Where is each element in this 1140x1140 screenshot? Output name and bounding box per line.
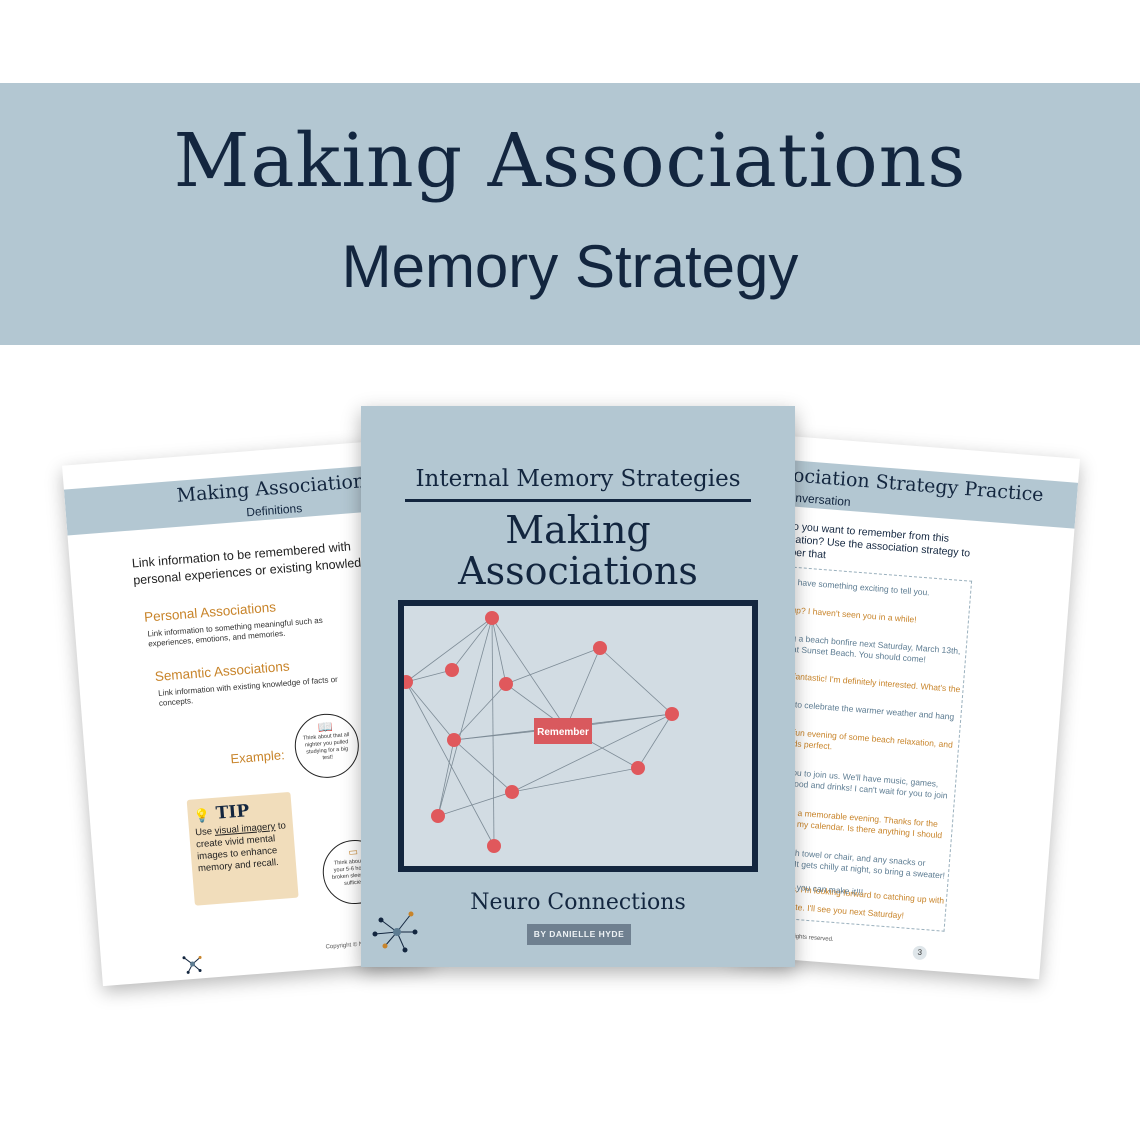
cover-rule [405,499,751,502]
cover-brand: Neuro Connections [470,890,686,915]
example-label: Example: [229,747,286,767]
cover-title-line1: Making [505,508,651,552]
cover-title: Making Associations [361,510,795,592]
network-nodes [404,611,679,853]
cover-page: Internal Memory Strategies Making Associ… [361,406,795,967]
definitions-page: Making Associations Definitions Link inf… [62,439,432,987]
banner-subtitle: Memory Strategy [341,233,799,300]
conversation-lines: Hey there! I have something exciting to … [732,435,1080,921]
intro-text: Link information to be remembered with p… [131,539,380,588]
logo-icon [372,911,418,953]
tip-prefix: Use [194,825,216,839]
thought-bubble-top: 📖 Think about that all nighter you pulle… [292,711,362,781]
network-image: Remember [398,600,758,872]
author-badge: BY DANIELLE HYDE [527,924,631,945]
remember-node [534,718,592,744]
cover-series-title: Internal Memory Strategies [415,466,741,492]
cover-title-line2: Associations [458,549,698,593]
network-graph: Remember [404,611,679,853]
tip-title-text: TIP [215,801,250,824]
banner-title: Making Associations [173,118,967,204]
remember-label: Remember [537,727,589,738]
lightbulb-icon: 💡 [193,808,211,825]
logo-icon [182,955,202,974]
tip-text: Use visual imagery to create vivid menta… [195,820,290,875]
tip-box: 💡 TIP Use visual imagery to create vivid… [186,791,299,906]
page-number: 3 [912,945,928,961]
title-banner [0,83,1140,345]
bubble-top-text: Think about that all nighter you pulled … [302,732,350,762]
